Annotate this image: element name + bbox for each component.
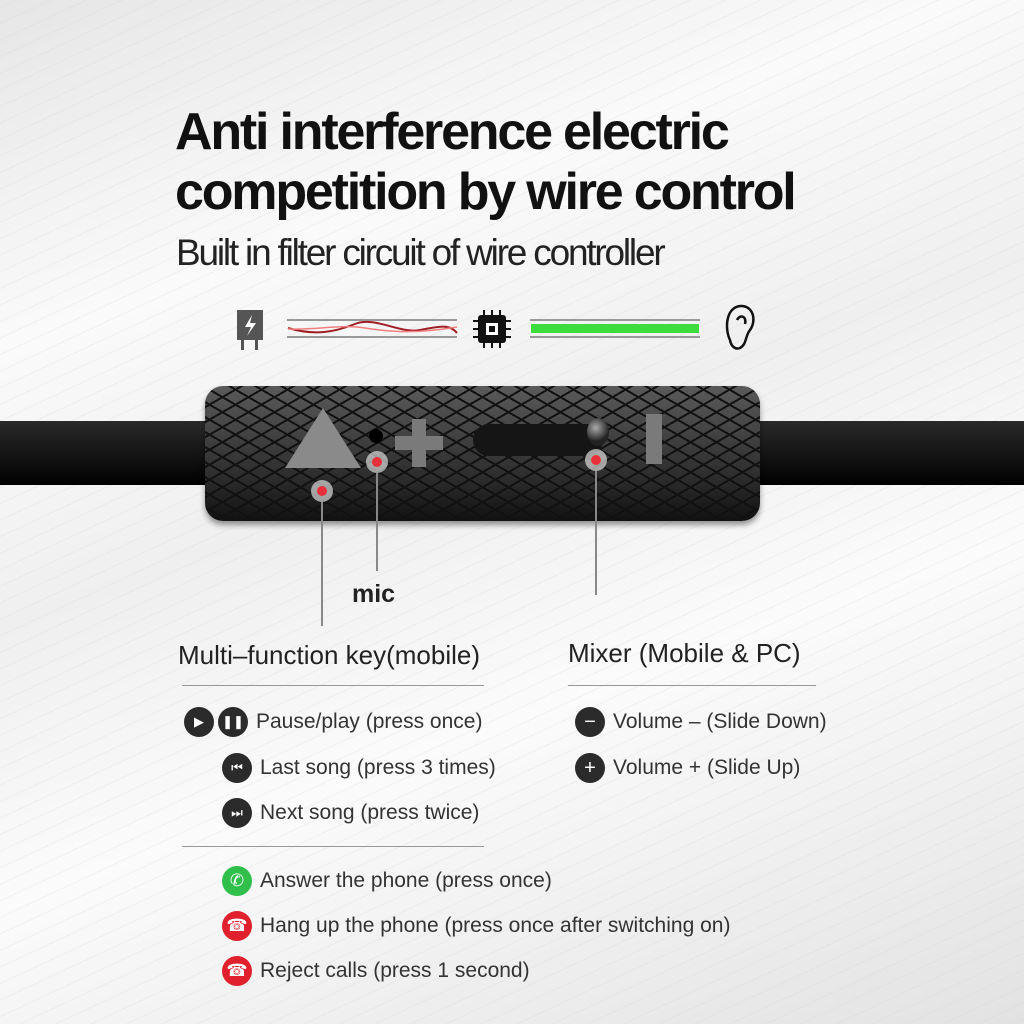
filter-diagram [237, 304, 755, 350]
reject-label: Reject calls (press 1 second) [260, 959, 530, 982]
answer-label: Answer the phone (press once) [260, 869, 552, 892]
charger-icon [237, 310, 263, 350]
callout-dot [311, 480, 333, 502]
previous-icon: ⏮ [222, 753, 252, 783]
ear-icon [725, 304, 755, 350]
mic-hole [369, 429, 383, 443]
callout-line [595, 471, 597, 595]
chip-icon [473, 310, 511, 348]
wire-controller [205, 386, 760, 521]
mixer-heading: Mixer (Mobile & PC) [568, 638, 801, 668]
divider [182, 846, 484, 847]
subtitle: Built in filter circuit of wire controll… [176, 232, 666, 273]
callout-dot [585, 449, 607, 471]
slider-knob [587, 418, 609, 446]
volume-slider [473, 424, 603, 456]
volume-up-icon: + [575, 753, 605, 783]
divider [568, 685, 816, 686]
next-icon: ⏭ [222, 798, 252, 828]
minus-icon [646, 414, 662, 464]
mic-label: mic [352, 580, 396, 608]
noisy-signal [287, 319, 458, 338]
callout-line [321, 502, 323, 626]
volume-down-icon: − [575, 707, 605, 737]
hang-up-label: Hang up the phone (press once after swit… [260, 914, 731, 937]
callout-dot [366, 451, 388, 473]
pause-play-label: Pause/play (press once) [256, 710, 483, 733]
reject-call-icon: ☎ [222, 956, 252, 986]
volume-down-label: Volume – (Slide Down) [613, 710, 827, 733]
pause-icon: ❚❚ [218, 707, 248, 737]
multi-function-heading: Multi–function key(mobile) [178, 640, 481, 670]
divider [182, 685, 484, 686]
clean-signal [530, 319, 700, 338]
play-icon: ▶ [184, 707, 214, 737]
multi-function-key-icon [285, 408, 361, 468]
answer-phone-icon: ✆ [222, 866, 252, 896]
hang-up-icon: ☎ [222, 911, 252, 941]
next-song-label: Next song (press twice) [260, 801, 480, 824]
last-song-label: Last song (press 3 times) [260, 756, 496, 779]
callout-line [376, 473, 378, 571]
volume-up-label: Volume + (Slide Up) [613, 756, 801, 779]
